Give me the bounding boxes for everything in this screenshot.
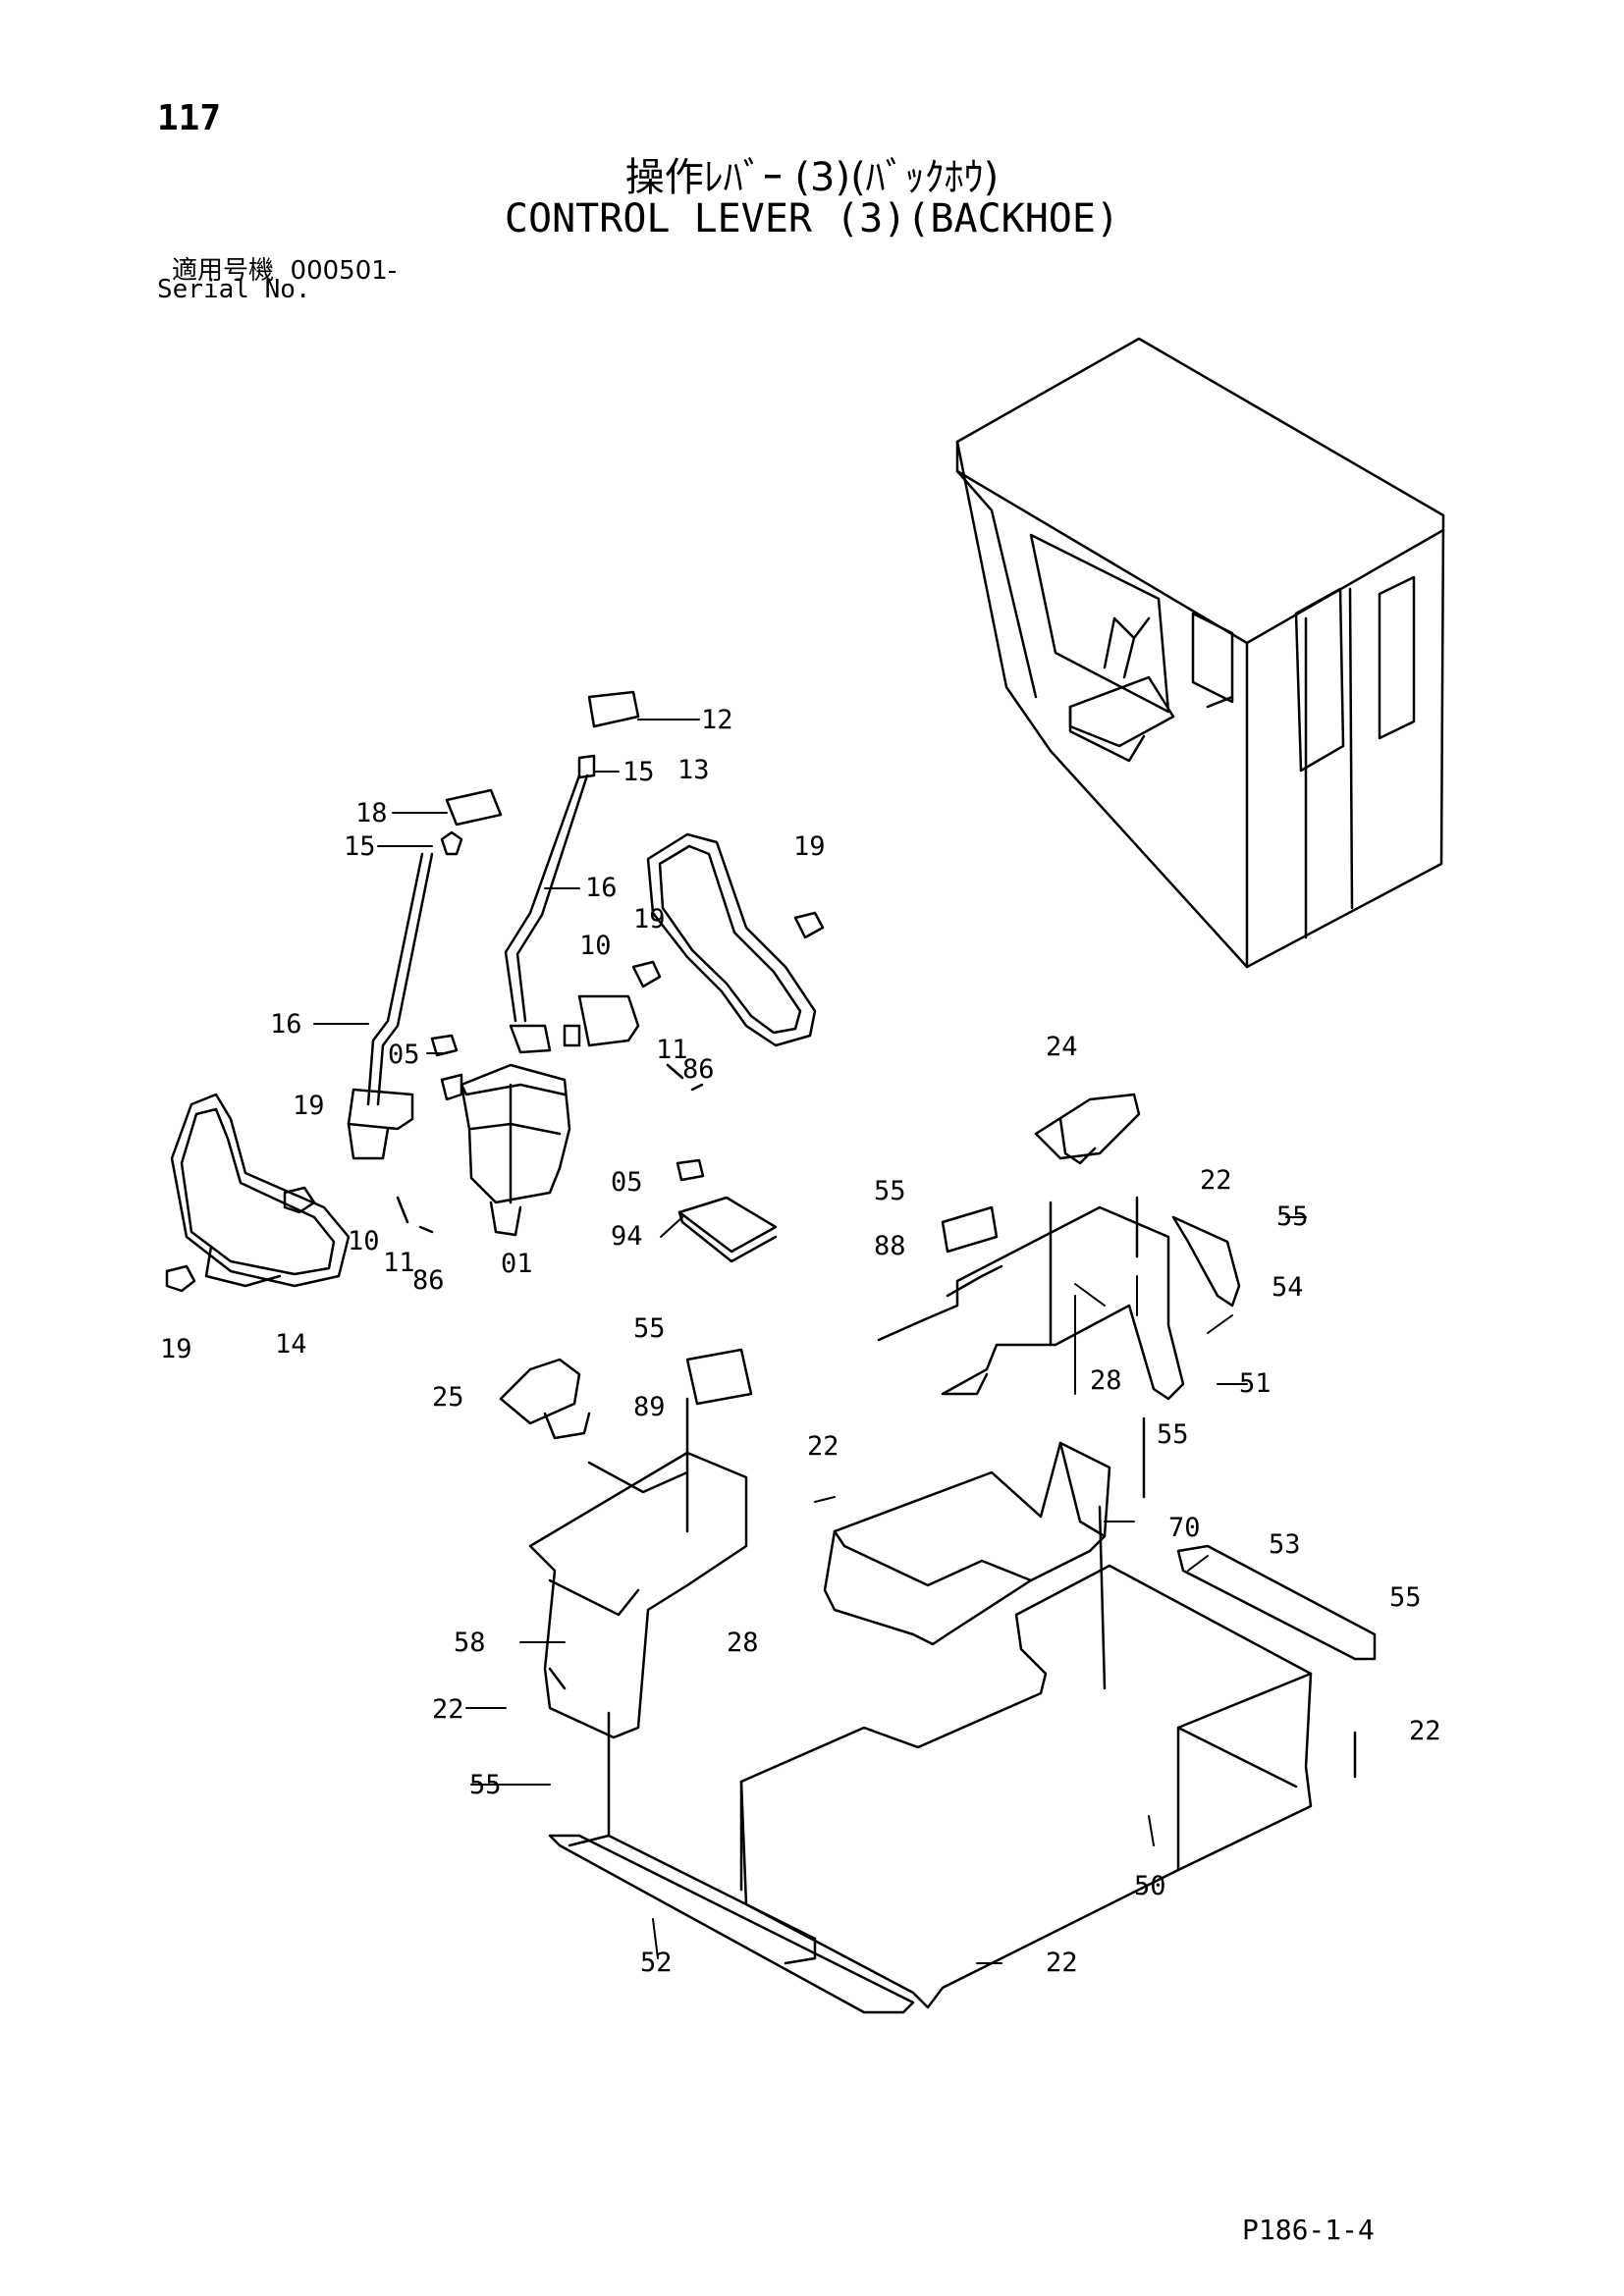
callout-55: 55 xyxy=(1276,1201,1309,1232)
callout-10: 10 xyxy=(579,931,612,961)
callout-11: 11 xyxy=(383,1248,415,1278)
serial-label-jp-text: 適用号機 xyxy=(172,256,275,286)
callout-51: 51 xyxy=(1239,1368,1272,1399)
callout-25: 25 xyxy=(432,1382,464,1413)
page-title-english: CONTROL LEVER (3)(BACKHOE) xyxy=(504,196,1120,241)
callout-86: 86 xyxy=(412,1265,445,1296)
callout-55: 55 xyxy=(1157,1419,1189,1450)
serial-label-japanese: 適用号機 000501- xyxy=(172,250,397,287)
callout-19: 19 xyxy=(793,831,826,862)
callout-05: 05 xyxy=(611,1167,643,1198)
callout-10: 10 xyxy=(348,1226,380,1256)
callout-18: 18 xyxy=(355,798,388,828)
callout-12: 12 xyxy=(701,705,733,735)
control-valve-illustration xyxy=(440,1063,571,1237)
callout-28: 28 xyxy=(1090,1365,1122,1396)
callout-22: 22 xyxy=(1200,1165,1232,1196)
callout-leader-lines xyxy=(313,719,1307,1964)
callout-19: 19 xyxy=(160,1334,192,1364)
callout-labels: 12 15 13 18 15 19 16 19 10 16 05 11 86 1… xyxy=(160,705,1441,1978)
left-bracket-illustration xyxy=(499,1348,753,1838)
callout-55: 55 xyxy=(633,1313,666,1344)
page-reference: P186-1-4 xyxy=(1242,2214,1375,2246)
callout-52: 52 xyxy=(640,1948,673,1978)
serial-number-value: 000501- xyxy=(290,256,398,286)
callout-94: 94 xyxy=(611,1221,643,1252)
callout-70: 70 xyxy=(1168,1513,1201,1543)
page-title-japanese: 操作ﾚﾊﾞｰ (3)(ﾊﾞｯｸﾎｳ) xyxy=(624,155,1000,200)
callout-24: 24 xyxy=(1046,1032,1078,1062)
callout-22: 22 xyxy=(432,1694,464,1725)
callout-15: 15 xyxy=(344,831,376,862)
left-pedal-illustration xyxy=(170,788,503,1288)
callout-11: 11 xyxy=(656,1035,688,1065)
callout-14: 14 xyxy=(275,1329,307,1360)
callout-16: 16 xyxy=(585,873,618,903)
callout-54: 54 xyxy=(1272,1272,1304,1303)
callout-53: 53 xyxy=(1269,1529,1301,1560)
operator-cab-illustration xyxy=(955,337,1445,969)
callout-55: 55 xyxy=(469,1770,502,1800)
right-pedal-illustration xyxy=(504,690,817,1054)
callout-50: 50 xyxy=(1134,1871,1166,1901)
callout-89: 89 xyxy=(633,1392,666,1422)
callout-05: 05 xyxy=(388,1040,420,1070)
page-number: 117 xyxy=(157,98,222,138)
callout-86: 86 xyxy=(682,1054,715,1085)
callout-58: 58 xyxy=(454,1628,486,1658)
floor-plate-illustration xyxy=(548,1416,1377,2014)
callout-22: 22 xyxy=(807,1431,839,1462)
callout-19: 19 xyxy=(293,1091,325,1121)
callout-19: 19 xyxy=(633,904,666,934)
callout-88: 88 xyxy=(874,1231,906,1261)
callout-16: 16 xyxy=(270,1009,302,1040)
callout-01: 01 xyxy=(501,1249,533,1279)
callout-15: 15 xyxy=(623,757,655,787)
callout-55: 55 xyxy=(1389,1582,1422,1613)
right-bracket-illustration xyxy=(877,1093,1241,1401)
small-parts-illustration xyxy=(165,911,825,1293)
callout-55: 55 xyxy=(874,1176,906,1206)
callout-22: 22 xyxy=(1046,1948,1078,1978)
callout-13: 13 xyxy=(677,755,710,785)
serial-label-english: Serial No. xyxy=(157,275,311,304)
callout-22: 22 xyxy=(1409,1716,1441,1746)
callout-28: 28 xyxy=(727,1628,759,1658)
